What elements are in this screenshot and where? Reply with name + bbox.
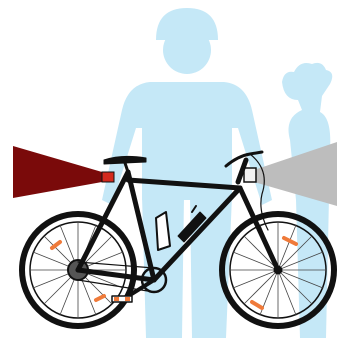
front-light bbox=[244, 168, 256, 182]
rear-light bbox=[102, 172, 114, 182]
